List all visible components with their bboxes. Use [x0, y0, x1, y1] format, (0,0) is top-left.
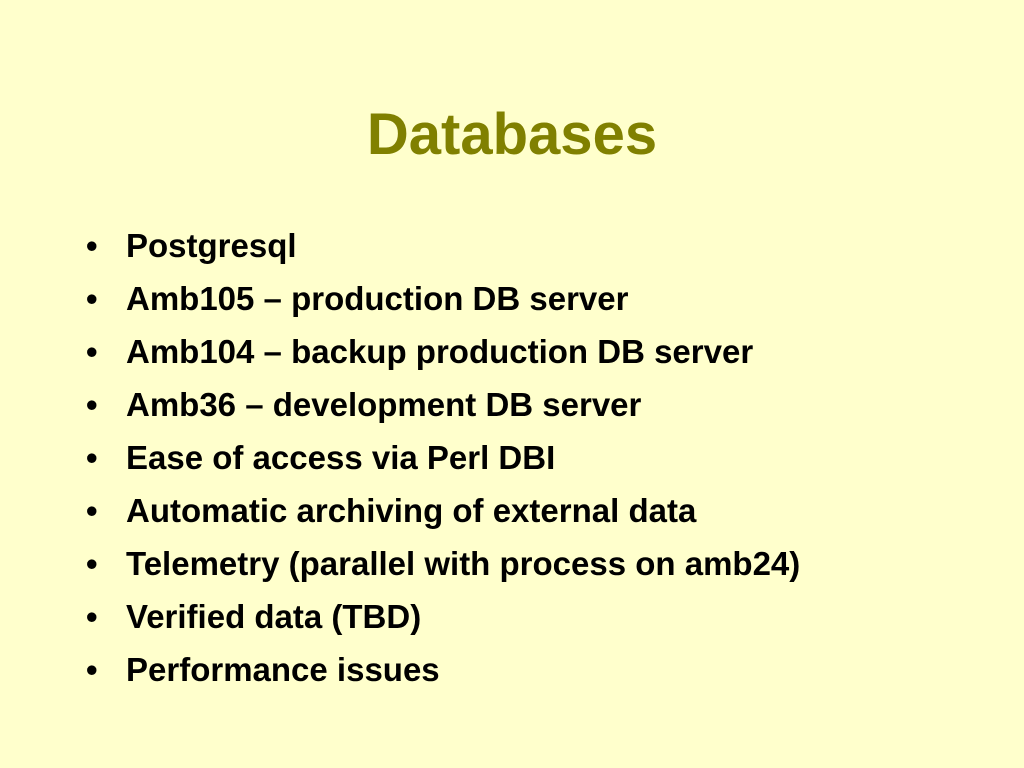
bullet-text: Performance issues — [126, 651, 440, 688]
list-item: • Verified data (TBD) — [86, 596, 846, 637]
bullet-text: Amb36 – development DB server — [126, 386, 642, 423]
bullet-text: Amb105 – production DB server — [126, 280, 629, 317]
slide-title: Databases — [366, 102, 658, 167]
bullet-list: • Postgresql • Amb105 – production DB se… — [86, 225, 846, 702]
list-item: • Telemetry (parallel with process on am… — [86, 543, 846, 584]
bullet-icon: • — [86, 492, 98, 529]
bullet-icon: • — [86, 333, 98, 370]
bullet-icon: • — [86, 439, 98, 476]
list-item: • Amb36 – development DB server — [86, 384, 846, 425]
bullet-text: Amb104 – backup production DB server — [126, 333, 754, 370]
list-item: • Automatic archiving of external data — [86, 490, 846, 531]
bullet-icon: • — [86, 227, 98, 264]
list-item: • Postgresql — [86, 225, 846, 266]
list-item: • Amb104 – backup production DB server — [86, 331, 846, 372]
bullet-icon: • — [86, 545, 98, 582]
bullet-text: Ease of access via Perl DBI — [126, 439, 556, 476]
list-item: • Performance issues — [86, 649, 846, 690]
bullet-icon: • — [86, 386, 98, 423]
list-item: • Ease of access via Perl DBI — [86, 437, 846, 478]
bullet-icon: • — [86, 280, 98, 317]
bullet-text: Telemetry (parallel with process on amb2… — [126, 545, 801, 582]
bullet-icon: • — [86, 598, 98, 635]
bullet-icon: • — [86, 651, 98, 688]
bullet-text: Postgresql — [126, 227, 297, 264]
list-item: • Amb105 – production DB server — [86, 278, 846, 319]
bullet-text: Automatic archiving of external data — [126, 492, 697, 529]
bullet-text: Verified data (TBD) — [126, 598, 422, 635]
